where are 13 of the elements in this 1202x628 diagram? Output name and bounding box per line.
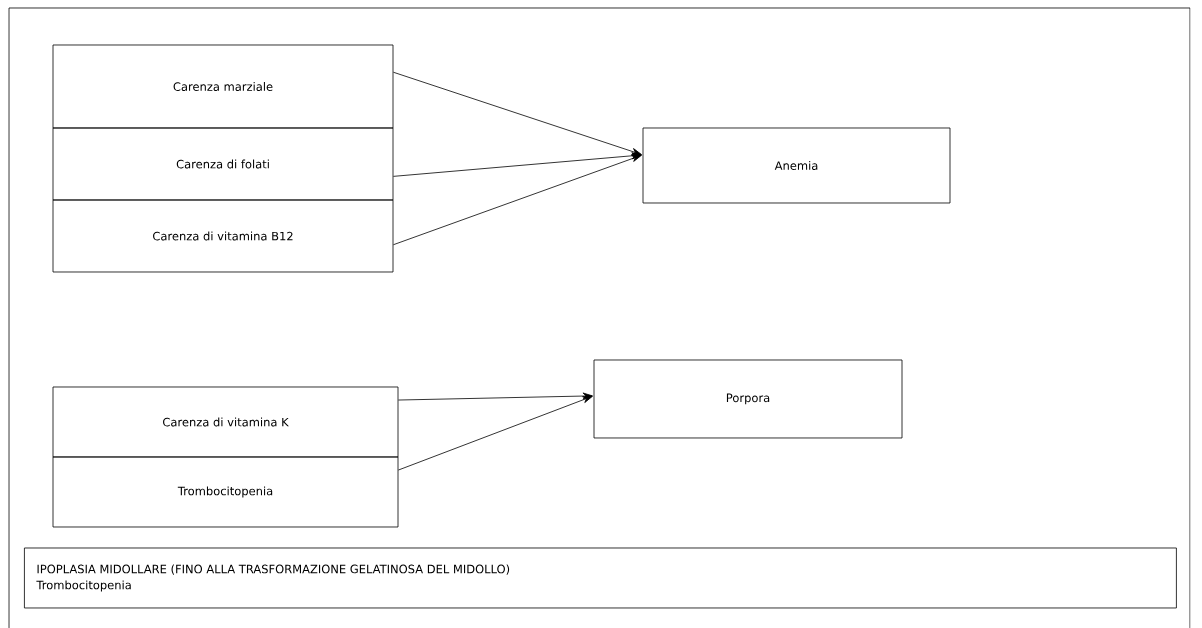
arrow [393,152,642,177]
note-box: IPOPLASIA MIDOLLARE (FINO ALLA TRASFORMAZIONE GELATINOSA DEL MIDOLLO) Trombocitopenia [24,547,1177,609]
arrow [393,71,642,155]
arrow [398,395,593,471]
cause-box: Carenza di folati [52,127,394,201]
effect-box: Anemia [642,127,951,204]
effect-box: Porpora [593,359,903,439]
cause-box: Carenza di vitamina K [52,386,399,458]
cause-box: Trombocitopenia [52,456,399,528]
cause-box: Carenza marziale [52,44,394,129]
cause-box: Carenza di vitamina B12 [52,199,394,273]
arrow [398,392,593,401]
arrow [393,154,642,246]
